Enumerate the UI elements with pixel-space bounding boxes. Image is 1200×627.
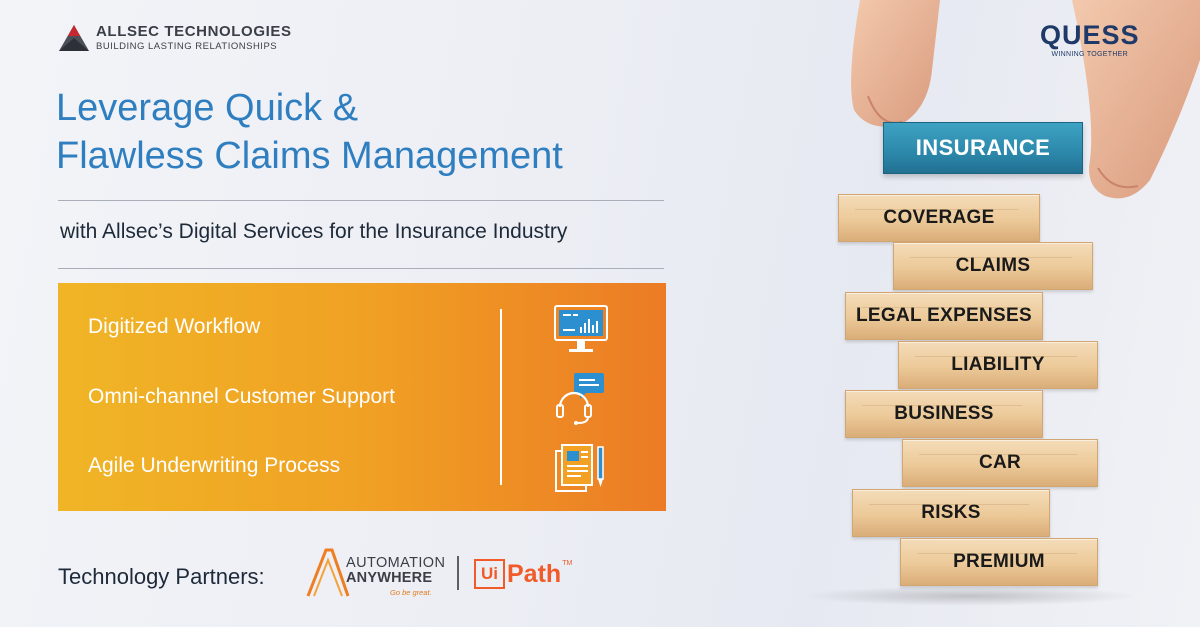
block-risks: RISKS (852, 489, 1050, 537)
block-premium: PREMIUM (900, 538, 1098, 586)
block-claims: CLAIMS (893, 242, 1093, 290)
quess-logo: QUESS WINNING TOGETHER (1040, 20, 1140, 59)
divider-top (58, 200, 664, 201)
partner-separator (457, 556, 459, 590)
automation-anywhere-word-1: AUTOMATION (346, 555, 446, 571)
allsec-logo: ALLSEC TECHNOLOGIES BUILDING LASTING REL… (58, 24, 292, 52)
allsec-triangle-logo-icon (59, 25, 89, 51)
uipath-path-word: Path (507, 559, 562, 588)
hand-illustration (851, 0, 1200, 199)
feature-item-digitized-workflow: Digitized Workflow (88, 315, 261, 338)
block-business: BUSINESS (845, 390, 1043, 438)
block-coverage: COVERAGE (838, 194, 1040, 242)
uipath-logo: Ui Path TM (474, 558, 572, 590)
allsec-tagline: BUILDING LASTING RELATIONSHIPS (96, 41, 278, 53)
divider-bottom (58, 268, 664, 269)
document-pen-icon (555, 444, 604, 492)
automation-anywhere-word-2: ANYWHERE (346, 570, 433, 586)
block-legal-expenses: LEGAL EXPENSES (845, 292, 1043, 340)
block-liability: LIABILITY (898, 341, 1098, 389)
insurance-block: INSURANCE (883, 122, 1083, 174)
feature-item-agile-underwriting: Agile Underwriting Process (88, 454, 341, 477)
panel-divider (500, 309, 502, 485)
headline-line-2: Flawless Claims Management (56, 135, 563, 177)
uipath-trademark: TM (562, 560, 573, 567)
page-title: Leverage Quick & Flawless Claims Managem… (56, 84, 676, 180)
feature-item-omni-channel-support: Omni-channel Customer Support (88, 385, 395, 408)
quess-tagline: WINNING TOGETHER (1051, 51, 1129, 58)
automation-anywhere-a-icon (306, 548, 350, 597)
monitor-chart-icon (554, 305, 608, 352)
feature-panel: Digitized Workflow Omni-channel Customer… (58, 283, 666, 511)
headline-line-1: Leverage Quick & (56, 87, 359, 129)
tower-shadow (800, 586, 1140, 606)
technology-partners-label: Technology Partners: (58, 564, 265, 589)
allsec-name: ALLSEC TECHNOLOGIES (96, 23, 292, 41)
headset-chat-icon (556, 373, 604, 425)
uipath-ui-mark: Ui (474, 559, 505, 589)
automation-anywhere-logo: AUTOMATION ANYWHERE Go be great. (304, 546, 446, 598)
quess-name: QUESS (1040, 20, 1140, 50)
block-car: CAR (902, 439, 1098, 487)
automation-anywhere-slogan: Go be great. (390, 588, 432, 597)
subheadline: with Allsec’s Digital Services for the I… (60, 220, 568, 243)
